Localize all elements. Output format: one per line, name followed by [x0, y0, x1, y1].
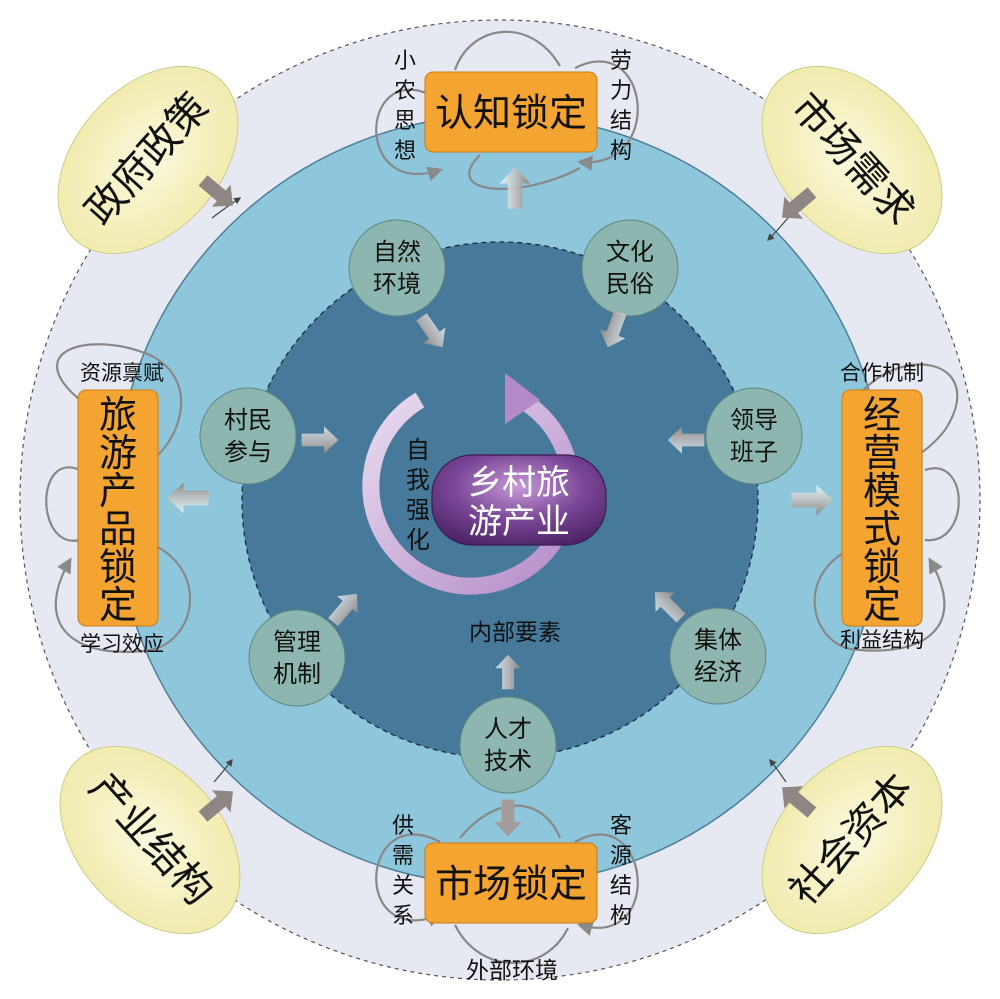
- factor-leader-line2: 班子: [730, 438, 778, 466]
- business-title-char: 营: [863, 431, 901, 475]
- self-reinforce-char: 化: [406, 526, 430, 554]
- loop-product-left: [45, 466, 81, 542]
- outer-environment-label: 外部环境: [466, 958, 558, 984]
- business-title-char: 式: [863, 507, 901, 551]
- product-top-label: 资源禀赋: [80, 361, 164, 385]
- loop-market-left: [375, 833, 443, 927]
- ring-arrow-br: [769, 758, 787, 783]
- factor-collective-line1: 集体: [694, 626, 742, 654]
- factor-culture-line1: 文化: [606, 238, 654, 266]
- loop-business-right: [924, 467, 960, 542]
- ring-arrow-tl: [211, 197, 242, 219]
- product-title-char: 定: [99, 583, 137, 627]
- factor-leader-line1: 领导: [730, 406, 778, 434]
- business-bottom-label: 利益结构: [840, 628, 924, 652]
- outer-ring-border: [19, 19, 981, 981]
- market-title: 市场锁定: [435, 862, 587, 906]
- product-title-char: 品: [99, 507, 137, 551]
- loop-business-bottom: [813, 543, 946, 652]
- product-title-char: 锁: [99, 545, 137, 589]
- self-reinforce-char: 强: [406, 496, 430, 524]
- product-title-char: 游: [99, 431, 137, 475]
- factor-management-line2: 机制: [273, 660, 321, 688]
- cognition-left-char: 思: [394, 109, 416, 134]
- factor-collective-line2: 经济: [694, 658, 742, 686]
- factor-nature-line2: 环境: [373, 270, 421, 298]
- market-left-char: 需: [392, 844, 414, 869]
- business-title-char: 经: [863, 393, 901, 437]
- lock-cognition: 认知锁定 小 农 思 想 劳 力 结 构: [375, 30, 639, 190]
- cognition-right-char: 构: [610, 139, 632, 164]
- factor-villager: 村民 参与: [199, 387, 297, 485]
- factor-talent: 人才 技术: [459, 696, 557, 794]
- loop-product-top: [55, 343, 183, 471]
- product-bottom-label: 学习效应: [80, 632, 164, 656]
- factor-talent-line2: 技术: [484, 747, 532, 775]
- market-right-char: 源: [610, 844, 632, 869]
- loop-product-bottom: [54, 538, 191, 653]
- factor-villager-line1: 村民: [224, 406, 272, 434]
- factor-nature-line1: 自然: [373, 238, 421, 266]
- factor-culture: 文化 民俗: [581, 219, 679, 317]
- business-title-char: 锁: [863, 545, 901, 589]
- lock-market: 市场锁定 供 需 关 系 客 源 结 构: [375, 804, 639, 964]
- factor-leader: 领导 班子: [705, 387, 803, 485]
- factor-management: 管理 机制: [248, 609, 346, 707]
- factor-nature: 自然 环境: [348, 219, 446, 317]
- external-capital: 社会资本: [761, 745, 943, 935]
- factor-culture-line2: 民俗: [606, 270, 654, 298]
- lock-product: 旅 游 产 品 锁 定 资源禀赋 学习效应: [45, 343, 191, 656]
- ring-arrow-tr: [766, 217, 789, 242]
- factor-collective: 集体 经济: [669, 607, 767, 705]
- cognition-right-char: 劳: [610, 49, 632, 74]
- market-right-char: 结: [610, 874, 632, 899]
- cognition-right-char: 结: [610, 109, 632, 134]
- business-title-char: 模: [863, 469, 901, 513]
- factor-management-line1: 管理: [273, 628, 321, 656]
- ring-arrow-bl: [213, 758, 233, 783]
- loop-market-top: [459, 804, 562, 839]
- center-line1: 乡村旅: [468, 463, 570, 503]
- market-left-char: 关: [392, 874, 414, 899]
- external-industry: 产业结构: [59, 745, 241, 935]
- external-demand: 市场需求: [761, 65, 943, 255]
- self-reinforce-char: 自: [406, 436, 430, 464]
- factor-villager-line2: 参与: [224, 438, 272, 466]
- external-policy: 政府政策: [57, 65, 239, 255]
- cognition-title: 认知锁定: [435, 91, 587, 135]
- center-line2: 游产业: [468, 502, 570, 542]
- cognition-right-char: 力: [610, 79, 632, 104]
- loop-cognition-bottom: [468, 154, 581, 190]
- center-industry: 乡村旅 游产业: [431, 454, 607, 546]
- business-title-char: 定: [863, 583, 901, 627]
- business-top-label: 合作机制: [840, 361, 924, 385]
- market-left-char: 系: [392, 904, 414, 929]
- loop-cognition-top: [453, 30, 561, 71]
- self-reinforce-char: 我: [406, 466, 430, 494]
- product-title-char: 旅: [99, 393, 137, 437]
- market-right-char: 客: [610, 814, 632, 839]
- cognition-left-char: 农: [394, 79, 416, 104]
- cognition-left-char: 想: [394, 139, 416, 164]
- cognition-left-char: 小: [394, 49, 416, 74]
- loop-cognition-left: [375, 88, 443, 182]
- market-left-char: 供: [392, 814, 414, 839]
- inner-elements-label: 内部要素: [469, 620, 561, 646]
- market-right-char: 构: [610, 904, 632, 929]
- loop-market-right: [574, 833, 639, 936]
- lock-business: 经 营 模 式 锁 定 合作机制 利益结构: [813, 361, 960, 652]
- loop-market-bottom: [454, 924, 569, 964]
- factor-talent-line1: 人才: [484, 715, 532, 743]
- product-title-char: 产: [99, 469, 137, 513]
- loop-cognition-right: [574, 60, 639, 171]
